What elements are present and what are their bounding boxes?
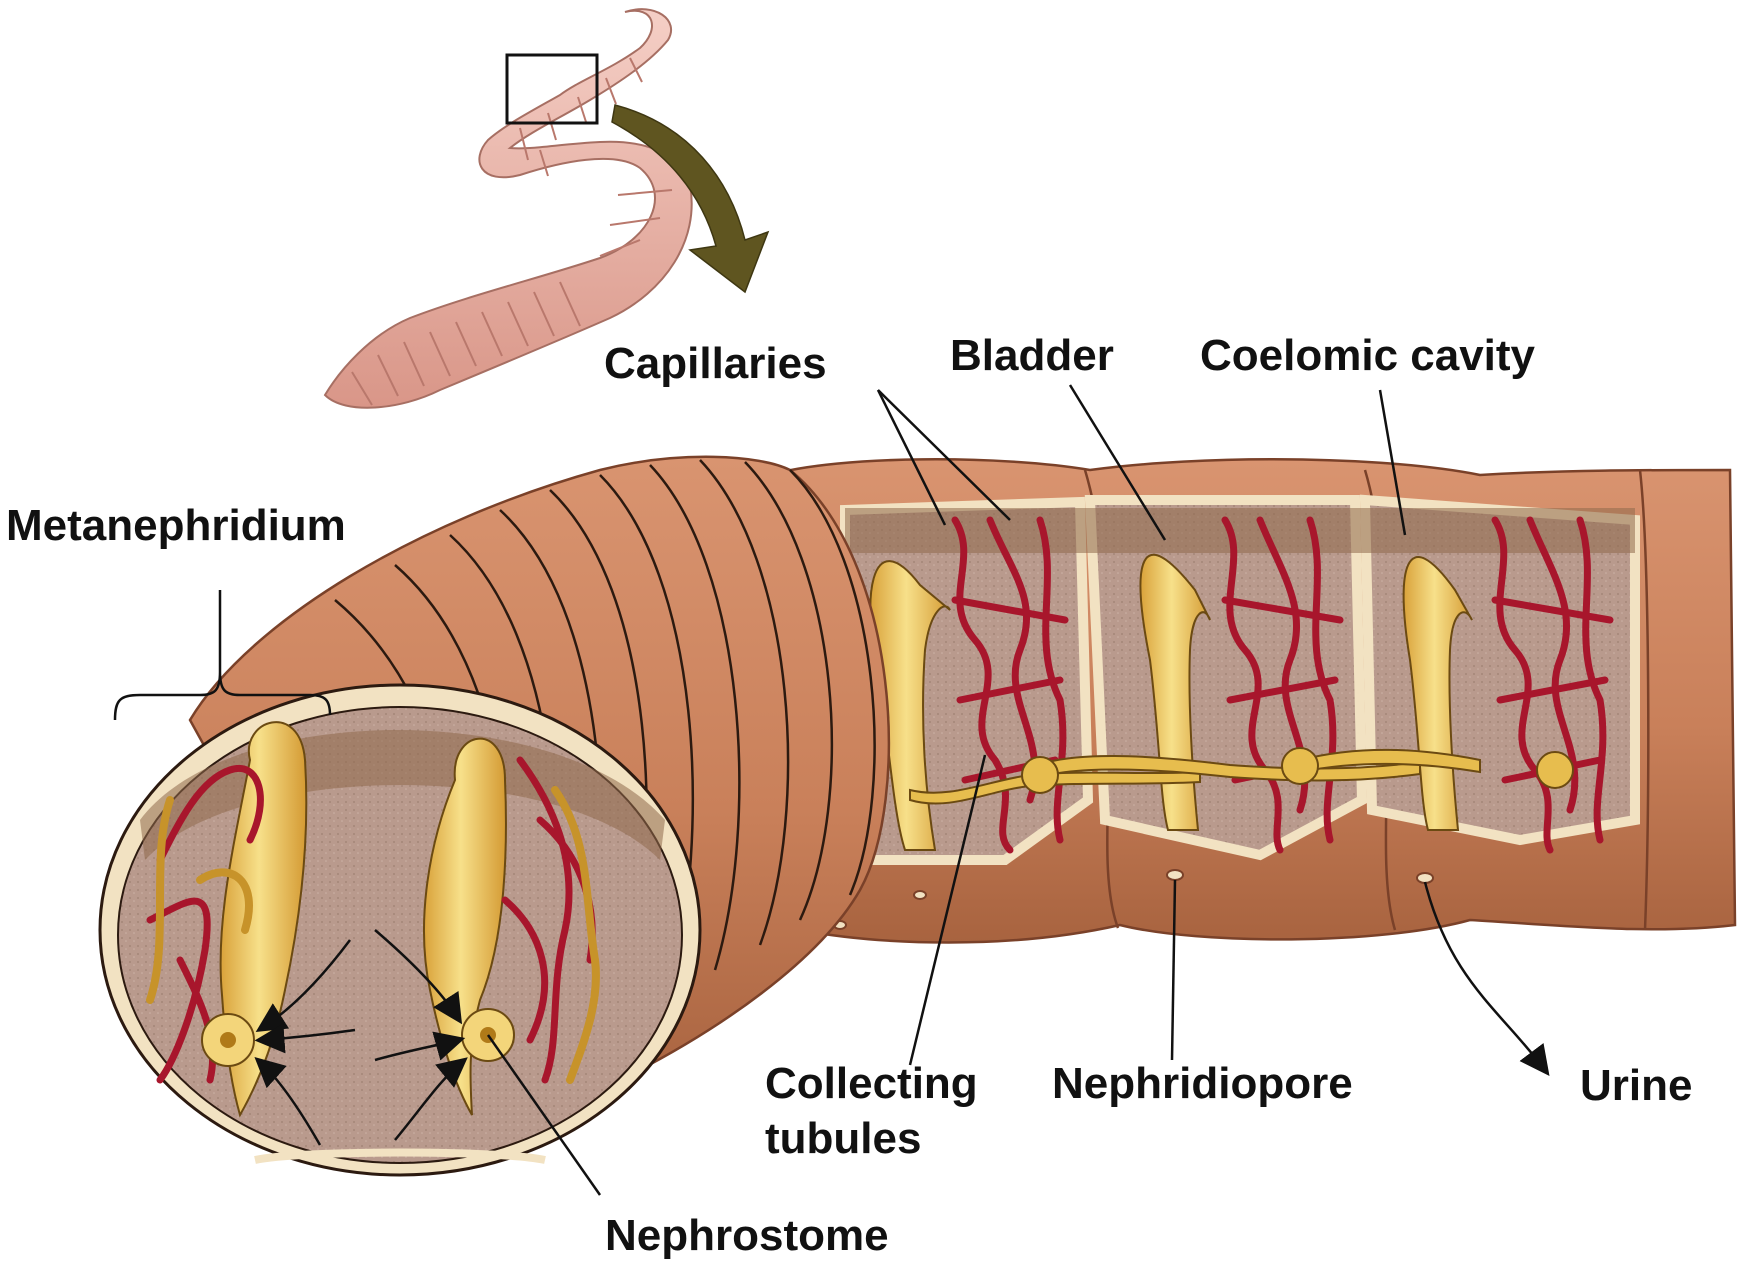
label-capillaries: Capillaries <box>604 339 827 388</box>
label-metanephridium: Metanephridium <box>6 501 346 550</box>
label-urine: Urine <box>1580 1061 1692 1110</box>
label-collecting-tubules-line1: Collecting <box>765 1059 978 1108</box>
label-nephridiopore: Nephridiopore <box>1052 1059 1353 1108</box>
label-collecting-tubules-line2: tubules <box>765 1114 921 1163</box>
cross-section <box>100 685 700 1175</box>
label-bladder: Bladder <box>950 331 1114 380</box>
label-nephrostome: Nephrostome <box>605 1211 889 1260</box>
label-coelomic-cavity: Coelomic cavity <box>1200 331 1536 380</box>
